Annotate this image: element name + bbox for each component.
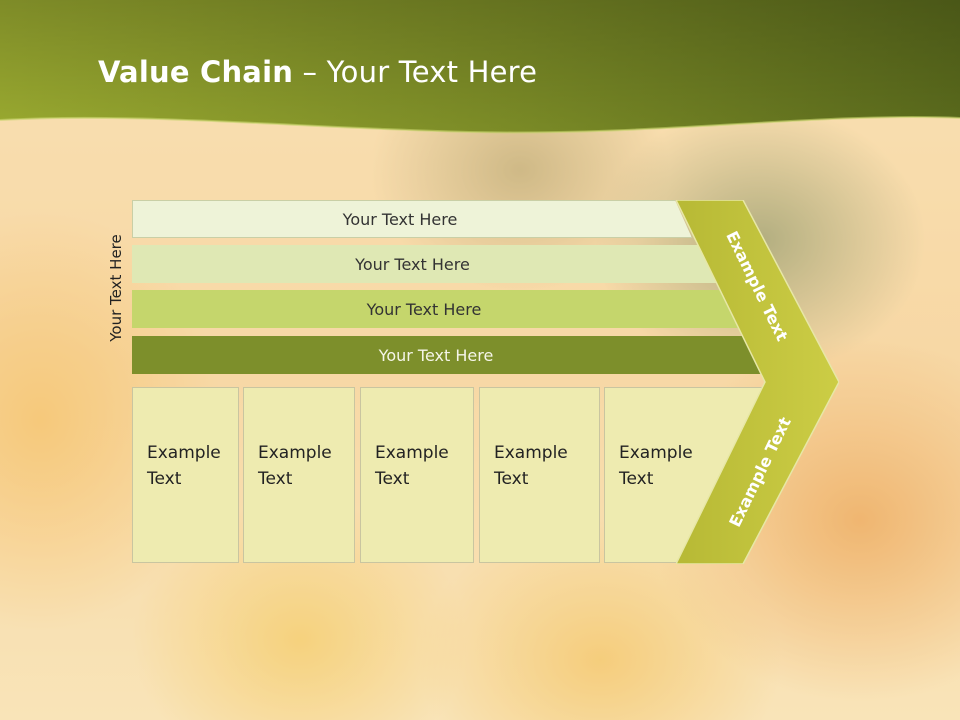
column-2-line-2: Text xyxy=(258,469,293,489)
slide-title: Value Chain – Your Text Here xyxy=(98,55,537,89)
header-band xyxy=(0,0,960,134)
column-3-line-1: Example xyxy=(375,443,449,463)
column-3-line-2: Text xyxy=(375,469,410,489)
chevron-shape xyxy=(676,200,839,564)
bar-3[interactable]: Your Text Here xyxy=(132,290,740,328)
column-5-line-1: Example xyxy=(619,443,693,463)
column-4-line-1: Example xyxy=(494,443,568,463)
bar-2[interactable]: Your Text Here xyxy=(132,245,717,283)
side-label: Your Text Here xyxy=(107,234,125,342)
bar-4-label: Your Text Here xyxy=(378,345,494,365)
column-5-line-2: Text xyxy=(619,469,654,489)
column-1-line-1: Example xyxy=(147,443,221,463)
column-4-line-2: Text xyxy=(494,469,529,489)
slide-title-rest: – Your Text Here xyxy=(302,55,538,89)
bar-1[interactable]: Your Text Here xyxy=(132,200,692,238)
column-1-line-2: Text xyxy=(147,469,182,489)
slide-title-bold: Value Chain xyxy=(98,55,294,89)
bar-3-label: Your Text Here xyxy=(366,299,482,319)
bar-2-label: Your Text Here xyxy=(355,254,470,274)
column-2[interactable]: Example Text xyxy=(243,387,355,563)
column-3[interactable]: Example Text xyxy=(360,387,474,563)
column-2-line-1: Example xyxy=(258,443,332,463)
bar-1-label: Your Text Here xyxy=(342,209,458,229)
bar-4[interactable]: Your Text Here xyxy=(132,336,764,374)
chevron-arrow[interactable]: Example Text Example Text xyxy=(676,200,839,564)
column-4[interactable]: Example Text xyxy=(479,387,600,563)
column-1[interactable]: Example Text xyxy=(132,387,239,563)
